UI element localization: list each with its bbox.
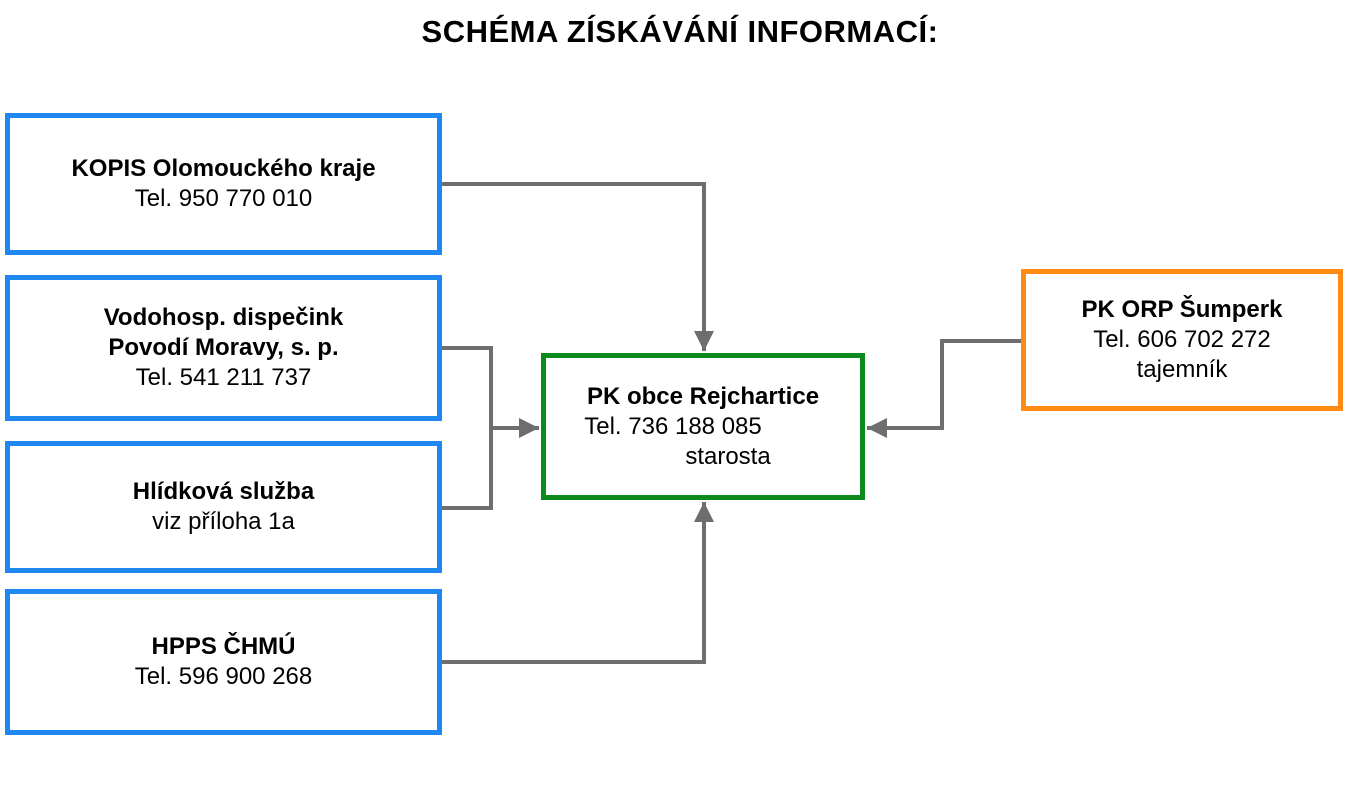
node-hpps-phone: Tel. 596 900 268	[134, 663, 313, 690]
connector-hpps-to-center	[442, 502, 714, 664]
node-pk-orp-sumperk: PK ORP Šumperk Tel. 606 702 272 tajemník	[1021, 269, 1343, 411]
diagram-title: SCHÉMA ZÍSKÁVÁNÍ INFORMACÍ:	[421, 14, 939, 49]
node-center-role: starosta	[685, 442, 771, 470]
node-vodohosp-dispecink: Vodohosp. dispečink Povodí Moravy, s. p.…	[5, 275, 442, 421]
node-kopis: KOPIS Olomouckého kraje Tel. 950 770 010	[5, 113, 442, 255]
node-pk-obce-rejchartice: PK obce Rejchartice Tel. 736 188 085 sta…	[541, 353, 865, 500]
node-hlidka-note: viz příloha 1a	[152, 508, 295, 535]
node-hlidka-name: Hlídková služba	[132, 478, 315, 505]
node-hlidkova-sluzba: Hlídková služba viz příloha 1a	[5, 441, 442, 573]
node-orp-role: tajemník	[1136, 356, 1228, 383]
node-kopis-phone: Tel. 950 770 010	[134, 185, 313, 212]
node-vodo-name-line2: Povodí Moravy, s. p.	[108, 334, 339, 361]
node-hpps-name: HPPS ČHMÚ	[151, 633, 296, 660]
connector-vodo-bracket	[442, 346, 493, 510]
node-orp-name: PK ORP Šumperk	[1081, 296, 1283, 323]
node-orp-phone: Tel. 606 702 272	[1093, 326, 1271, 353]
node-vodo-name-line1: Vodohosp. dispečink	[103, 304, 344, 331]
node-vodo-phone: Tel. 541 211 737	[135, 364, 312, 391]
node-hpps-chmu: HPPS ČHMÚ Tel. 596 900 268	[5, 589, 442, 735]
connector-orp-to-center	[867, 339, 1021, 438]
node-center-name: PK obce Rejchartice	[586, 382, 820, 410]
connector-kopis-to-center	[442, 182, 714, 351]
node-kopis-name: KOPIS Olomouckého kraje	[71, 155, 376, 182]
node-center-phone: Tel. 736 188 085	[584, 412, 762, 440]
